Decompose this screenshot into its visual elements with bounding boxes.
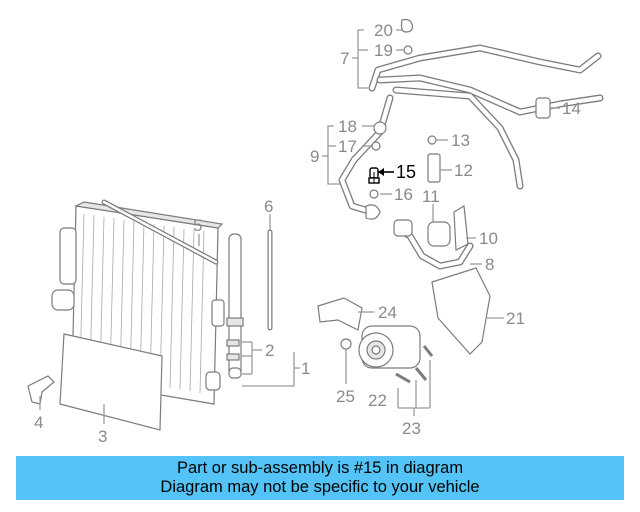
- callout-15: 15: [396, 162, 416, 182]
- part-24-bracket: [317, 297, 363, 331]
- ac-lines: [338, 44, 604, 270]
- callout-16: 16: [394, 185, 413, 204]
- part-11-bracket: [427, 204, 451, 247]
- callout-11: 11: [422, 187, 440, 206]
- part-15-pressure-switch: [368, 167, 380, 184]
- part-4-bracket: [27, 375, 55, 405]
- callout-25: 25: [336, 387, 355, 406]
- part-3-panel: [59, 333, 163, 431]
- callout-10: 10: [479, 229, 498, 248]
- part-21-shield: [431, 267, 491, 355]
- banner-line-1: Part or sub-assembly is #15 in diagram: [176, 459, 464, 477]
- callout-12: 12: [454, 161, 473, 180]
- callout-9: 9: [310, 147, 319, 166]
- callout-13: 13: [451, 131, 470, 150]
- callout-2: 2: [265, 341, 274, 360]
- callout-14: 14: [562, 99, 581, 118]
- callout-21: 21: [506, 309, 525, 328]
- part-2-receiver-drier: [226, 233, 244, 379]
- ac-compressor: [358, 325, 421, 369]
- part-15-arrow: [378, 168, 394, 176]
- part-5-seal-strip: [101, 199, 219, 265]
- part-10-bracket: [453, 205, 469, 251]
- callout-4: 4: [34, 413, 43, 432]
- callout-7: 7: [340, 49, 349, 68]
- info-banner: Part or sub-assembly is #15 in diagram D…: [16, 456, 624, 500]
- part-25-bolt: [340, 338, 352, 372]
- callout-19: 19: [374, 41, 393, 60]
- callout-6: 6: [264, 197, 273, 216]
- callout-18: 18: [338, 117, 357, 136]
- callout-23: 23: [402, 419, 421, 438]
- leader-lines: [39, 29, 560, 424]
- callout-3: 3: [98, 427, 107, 446]
- callout-5: 5: [193, 216, 202, 235]
- callout-numbers: 1 2 3 4 5 6 7 8 9 10 11 12 13 14 15 16 1…: [34, 21, 581, 446]
- callout-1: 1: [301, 359, 310, 378]
- banner-line-2: Diagram may not be specific to your vehi…: [160, 478, 480, 496]
- callout-17: 17: [338, 137, 357, 156]
- callout-20: 20: [374, 21, 393, 40]
- callout-22: 22: [368, 391, 387, 410]
- callout-24: 24: [378, 303, 397, 322]
- compressor-bolts: [395, 345, 434, 384]
- fittings: [365, 18, 551, 237]
- callout-8: 8: [485, 255, 494, 274]
